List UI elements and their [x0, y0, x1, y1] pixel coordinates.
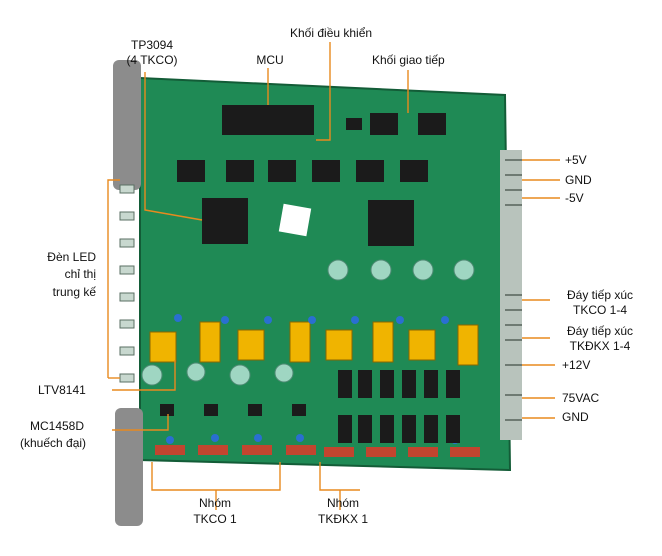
edge-connector-pins — [505, 159, 522, 421]
label-den-led-1: Đèn LED — [47, 250, 96, 264]
label-khoi-dieu-khien: Khối điều khiển — [290, 26, 373, 40]
white-label-sticker — [278, 203, 312, 237]
mcu-chip — [222, 105, 314, 135]
label-den-led-2: chỉ thị — [64, 267, 96, 281]
label-den-led-3: trung kế — [52, 285, 96, 299]
label-tkdkx1: TKĐKX 1 — [317, 512, 368, 526]
card-rail-bottom — [115, 408, 143, 526]
chip-row-6 — [400, 160, 428, 182]
label-mcu: MCU — [256, 53, 284, 67]
label-minus5v: -5V — [565, 191, 584, 205]
interface-chip-2 — [418, 113, 446, 135]
small-chip-top — [346, 118, 362, 130]
label-day-tkdkx-1: Đáy tiếp xúc — [566, 324, 634, 338]
electrolytic-capacitors — [141, 362, 294, 386]
label-day-tkdkx-2: TKĐKX 1-4 — [569, 339, 631, 353]
label-tp3094: TP3094 — [130, 38, 174, 52]
label-day-tkco-1: Đáy tiếp xúc — [566, 288, 634, 302]
label-nhom-tkdkx: Nhóm — [326, 496, 359, 510]
label-tkco1: TKCO 1 — [193, 512, 237, 526]
resistors — [155, 445, 480, 457]
chip-row-2 — [226, 160, 254, 182]
label-khuech-dai: (khuếch đại) — [20, 436, 87, 450]
tp3094-chip — [202, 198, 248, 244]
label-mc1458d: MC1458D — [30, 419, 85, 433]
led-column — [119, 184, 135, 383]
label-nhom-tkco: Nhóm — [198, 496, 231, 510]
interface-chip-1 — [370, 113, 398, 135]
callout-lines — [107, 42, 560, 510]
chip-row-4 — [312, 160, 340, 182]
transformers — [149, 321, 479, 366]
chip-row-3 — [268, 160, 296, 182]
label-tp3094-sub: (4 TKCO) — [126, 53, 178, 67]
square-chip-right — [368, 200, 414, 246]
label-plus5v: +5V — [565, 153, 587, 167]
card-rail-top — [113, 60, 141, 190]
label-ltv8141: LTV8141 — [38, 383, 86, 397]
label-75vac: 75VAC — [562, 391, 600, 405]
round-components — [327, 259, 475, 281]
label-plus12v: +12V — [562, 358, 591, 372]
label-gnd-bottom: GND — [562, 410, 589, 424]
chip-row-5 — [356, 160, 384, 182]
label-khoi-giao-tiep: Khối giao tiếp — [372, 53, 445, 67]
opamp-chips — [160, 404, 306, 416]
label-gnd-top: GND — [565, 173, 592, 187]
chip-row-1 — [177, 160, 205, 182]
label-day-tkco-2: TKCO 1-4 — [572, 303, 627, 317]
relay-blocks — [338, 370, 460, 443]
